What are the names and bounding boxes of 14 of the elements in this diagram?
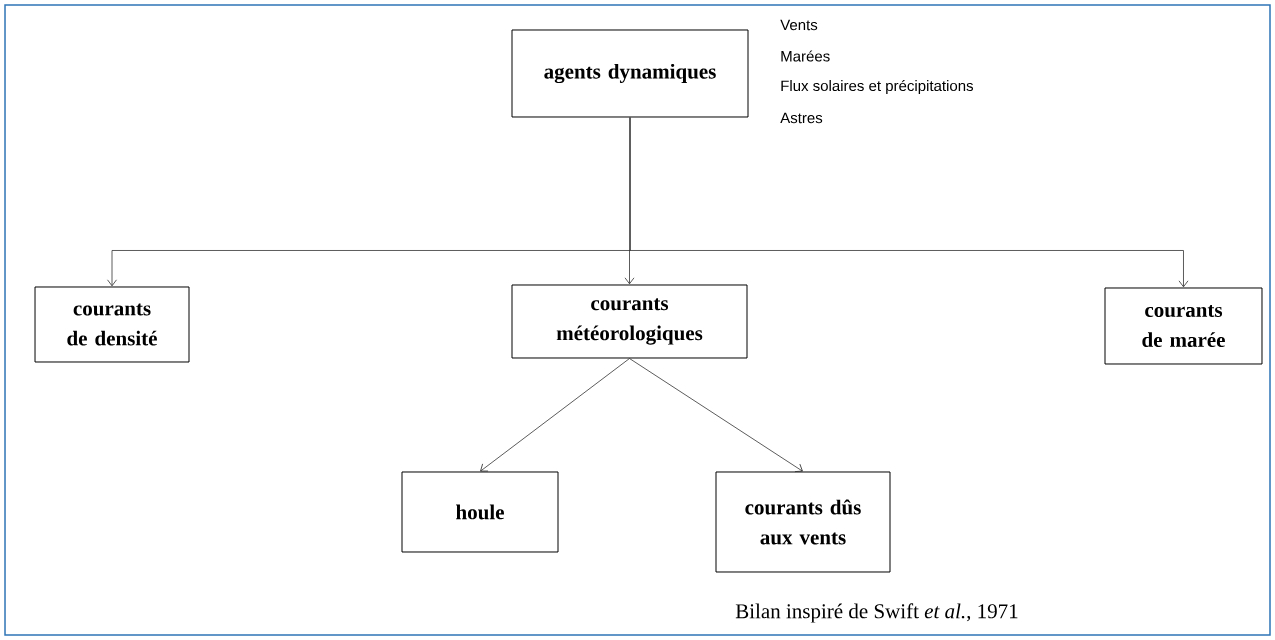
process-box: courants dûs aux vents bbox=[715, 471, 891, 573]
arrow bbox=[480, 358, 630, 472]
process-box: courants de marée bbox=[1104, 287, 1263, 365]
list-item: Astres bbox=[780, 112, 823, 124]
list-item: Vents bbox=[780, 19, 818, 31]
process-box: houle bbox=[401, 471, 559, 553]
process-box: courants météorologiques bbox=[511, 284, 748, 359]
list-item: Flux solaires et précipitations bbox=[781, 79, 974, 95]
arrow bbox=[629, 358, 803, 472]
process-box: agents dynamiques bbox=[511, 29, 749, 118]
arrow bbox=[629, 117, 1189, 288]
caption: Bilan inspiré de Swift et al., 1971 bbox=[735, 603, 1018, 623]
process-box: courants de densité bbox=[34, 286, 190, 363]
list-item: Marées bbox=[781, 50, 830, 62]
